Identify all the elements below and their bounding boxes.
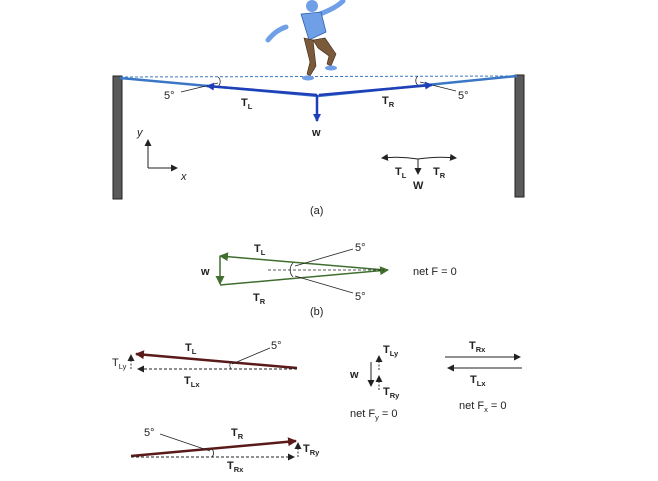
angle-arc-right xyxy=(415,75,420,87)
c-tlx-label: TLx xyxy=(184,375,200,389)
angle-label-left: 5° xyxy=(164,90,175,102)
angle-label-right: 5° xyxy=(458,90,469,102)
c-vert-try-label: TRy xyxy=(383,386,400,400)
part-a: 5° 5° TL TR w y x TL W xyxy=(112,0,525,217)
y-axis-label: y xyxy=(136,127,144,139)
b-tension-left-vector xyxy=(219,252,386,271)
part-b: TL TR w 5° 5° net F = 0 (b) xyxy=(200,242,457,318)
svg-text:TL: TL xyxy=(395,166,407,180)
c-horiz-trx-label: TRx xyxy=(469,340,486,354)
right-pole xyxy=(514,74,525,198)
x-axis-label: x xyxy=(180,171,187,183)
b-tension-right-vector xyxy=(219,266,389,286)
tension-left-label: TL xyxy=(241,97,253,111)
c-tr-label: TR xyxy=(231,427,244,441)
b-angle-arc xyxy=(289,262,294,278)
c-net-fy-label: net Fy = 0 xyxy=(350,408,397,422)
c-tl-angle-arc xyxy=(229,361,232,370)
weight-label: w xyxy=(311,127,321,139)
tension-left-vector xyxy=(206,82,318,97)
b-net-force-label: net F = 0 xyxy=(413,266,457,278)
svg-text:TR: TR xyxy=(433,166,446,180)
c-trx-label: TRx xyxy=(227,460,244,474)
svg-text:W: W xyxy=(413,180,424,192)
b-angle-leader-bottom xyxy=(294,275,354,294)
caption-b: (b) xyxy=(310,306,323,318)
c-horiz-tlx-label: TLx xyxy=(470,374,486,388)
c-tl-angle-label: 5° xyxy=(271,340,282,352)
b-angle-leader-top xyxy=(294,248,354,267)
b-weight-label: w xyxy=(200,266,210,278)
c-tr-angle-label: 5° xyxy=(144,427,155,439)
tension-right-vector xyxy=(318,81,433,97)
c-net-fx-label: net Fx = 0 xyxy=(459,400,506,414)
c-vert-tly-label: TLy xyxy=(383,344,399,358)
c-tl-angle-leader xyxy=(231,347,271,365)
c-tr-angle-arc xyxy=(211,448,214,458)
angle-arc-left xyxy=(216,76,221,88)
part-c: TL 5° TLy TLx 5° TR TRy TRx TLy w TRy ne… xyxy=(112,340,522,474)
c-try-label: TRy xyxy=(303,443,320,457)
caption-a: (a) xyxy=(310,205,323,217)
tightrope-walker-figure xyxy=(265,0,346,81)
c-tl-vector xyxy=(135,350,298,370)
tension-right-label: TR xyxy=(382,95,395,109)
c-tl-label: TL xyxy=(185,342,197,356)
c-tly-label: TLy xyxy=(112,357,127,371)
b-angle-top-label: 5° xyxy=(355,242,366,254)
c-vert-w-label: w xyxy=(349,369,359,381)
b-angle-bottom-label: 5° xyxy=(355,291,366,303)
left-pole xyxy=(112,75,123,200)
b-tension-left-label: TL xyxy=(254,243,266,257)
b-tension-right-label: TR xyxy=(253,292,266,306)
c-tr-angle-leader xyxy=(159,433,211,452)
c-tr-vector xyxy=(130,437,297,458)
horizontal-reference-line xyxy=(119,75,518,78)
small-force-diagram: TL W TR xyxy=(381,153,457,192)
